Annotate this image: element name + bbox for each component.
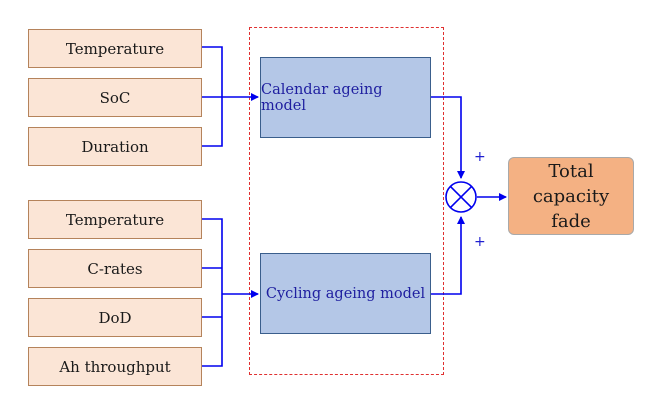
calendar-input-label: SoC [99,88,131,107]
total-capacity-fade-box: Total capacity fade [508,157,634,235]
cycling-input-c-rates: C-rates [28,249,202,288]
plus-sign-top: + [474,149,486,165]
cycling-input-label: Temperature [65,210,165,229]
cycling-model-label: Cycling ageing model [265,285,426,302]
cycling-input-dod: DoD [28,298,202,337]
cycling-input-label: C-rates [87,259,143,278]
cycling-input-ah-throughput: Ah throughput [28,347,202,386]
cycling-ageing-model-box: Cycling ageing model [260,253,431,334]
cycling-to-junction-arrow [431,216,465,295]
calendar-input-label: Temperature [65,39,165,58]
cycling-input-label: Ah throughput [59,357,171,376]
summing-junction-icon [445,181,477,213]
output-label: Total capacity fade [532,160,610,232]
cycling-bracket [202,218,223,367]
models-dashed-frame [249,27,444,375]
cycling-input-temperature: Temperature [28,200,202,239]
calendar-input-temperature: Temperature [28,29,202,68]
calendar-to-junction-arrow [431,96,465,179]
cycling-input-label: DoD [98,308,132,327]
calendar-model-label: Calendar ageing model [261,81,383,114]
plus-sign-bottom: + [474,234,486,250]
calendar-ageing-model-box: Calendar ageing model [260,57,431,138]
calendar-input-duration: Duration [28,127,202,166]
calendar-input-label: Duration [81,137,149,156]
calendar-input-soc: SoC [28,78,202,117]
